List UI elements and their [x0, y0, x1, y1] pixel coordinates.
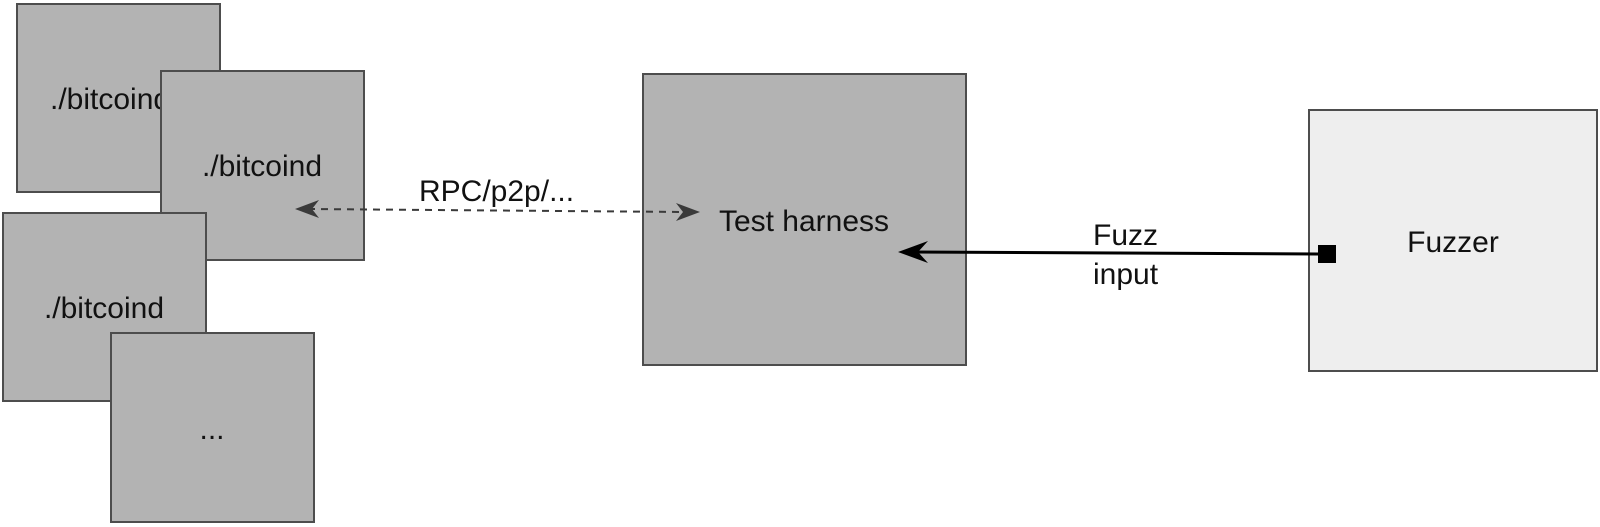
- rpc-arrowhead-left: [295, 200, 319, 218]
- more-nodes-label: ...: [199, 413, 224, 446]
- fuzzer-label: Fuzzer: [1407, 226, 1499, 259]
- bitcoind-node-2-label: ./bitcoind: [202, 150, 322, 183]
- test-harness-label: Test harness: [719, 205, 889, 238]
- fuzz-input-source-marker: [1318, 245, 1336, 263]
- fuzz-input-label-line2: input: [1093, 258, 1159, 291]
- rpc-p2p-label: RPC/p2p/...: [419, 175, 574, 208]
- bitcoind-node-1-label: ./bitcoind: [50, 83, 170, 116]
- bitcoind-node-2: ./bitcoind: [160, 70, 365, 261]
- test-harness-box: Test harness: [642, 73, 967, 366]
- fuzz-input-connector: Fuzz input: [898, 219, 1336, 291]
- bitcoind-node-3-label: ./bitcoind: [44, 292, 164, 325]
- more-nodes-box: ...: [110, 332, 315, 523]
- fuzz-input-arrowhead: [898, 241, 928, 263]
- fuzzer-box: Fuzzer: [1308, 109, 1598, 372]
- fuzz-input-label-line1: Fuzz: [1093, 219, 1158, 252]
- rpc-p2p-connector: RPC/p2p/...: [295, 175, 700, 221]
- rpc-arrowhead-right: [676, 203, 700, 221]
- rpc-p2p-dashed-line: [307, 208, 687, 213]
- fuzz-input-line: [911, 250, 1319, 256]
